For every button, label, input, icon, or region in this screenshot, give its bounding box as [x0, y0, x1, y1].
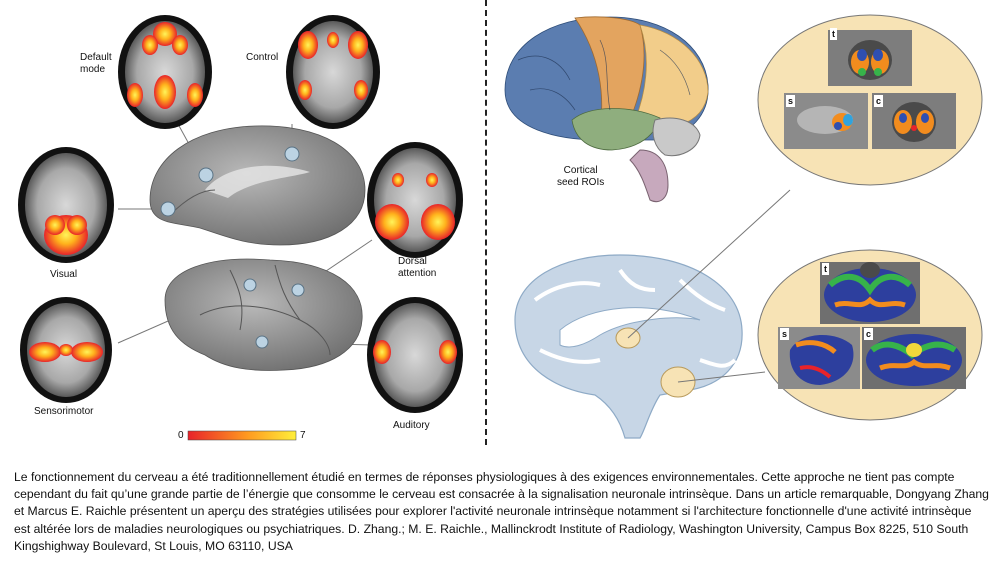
label-dorsal-attention: Dorsal attention: [398, 256, 436, 280]
label-dorsal-attention-line2: attention: [398, 268, 437, 279]
label-dorsal-attention-line1: Dorsal: [398, 256, 427, 267]
scan-sensorimotor: [20, 297, 112, 403]
inset-top-view-letter-c: c: [874, 95, 884, 107]
colorbar-min-label: 0: [178, 430, 184, 441]
label-cortical-seed-rois: Cortical seed ROIs: [557, 165, 604, 189]
sagittal-brain-diagram: [514, 254, 743, 439]
inset-top-view-letter-s: s: [786, 95, 796, 107]
label-control: Control: [246, 52, 279, 63]
label-sensorimotor: Sensorimotor: [34, 406, 94, 417]
caption-text: Le fonctionnement du cerveau a été tradi…: [14, 470, 989, 553]
label-default-mode-line1: Default: [80, 52, 112, 63]
label-cortical-line1: Cortical: [563, 165, 598, 176]
inset-top-view-letter-t: t: [830, 28, 837, 40]
inset-bottom-view-letter-s: s: [780, 328, 790, 340]
figure-graphic: [18, 14, 983, 441]
inset-connector-lines: [627, 189, 791, 383]
label-default-mode-line2: mode: [80, 64, 106, 75]
label-visual: Visual: [50, 269, 78, 280]
caption: Le fonctionnement du cerveau a été tradi…: [14, 469, 990, 555]
inset-bottom-view-letter-t: t: [822, 263, 829, 275]
colorbar: [187, 430, 297, 441]
scan-control: [286, 15, 380, 129]
medial-brain-render: [149, 125, 366, 246]
scan-auditory: [367, 297, 463, 413]
cortical-seed-brain: [504, 16, 709, 203]
colorbar-max-label: 7: [300, 430, 306, 441]
figure: Default mode Control Visual Dorsal atten…: [18, 14, 983, 441]
label-auditory: Auditory: [393, 420, 430, 431]
lateral-brain-render: [164, 258, 363, 371]
label-default-mode: Default mode: [80, 52, 112, 76]
label-cortical-line2: seed ROIs: [557, 177, 605, 188]
inset-bottom-view-letter-c: c: [864, 328, 874, 340]
scan-visual: [18, 147, 114, 263]
panel-divider: [485, 0, 487, 445]
inset-thalamus: [757, 14, 983, 186]
scan-dorsal-attention: [367, 142, 463, 258]
scan-default-mode: [118, 15, 212, 129]
